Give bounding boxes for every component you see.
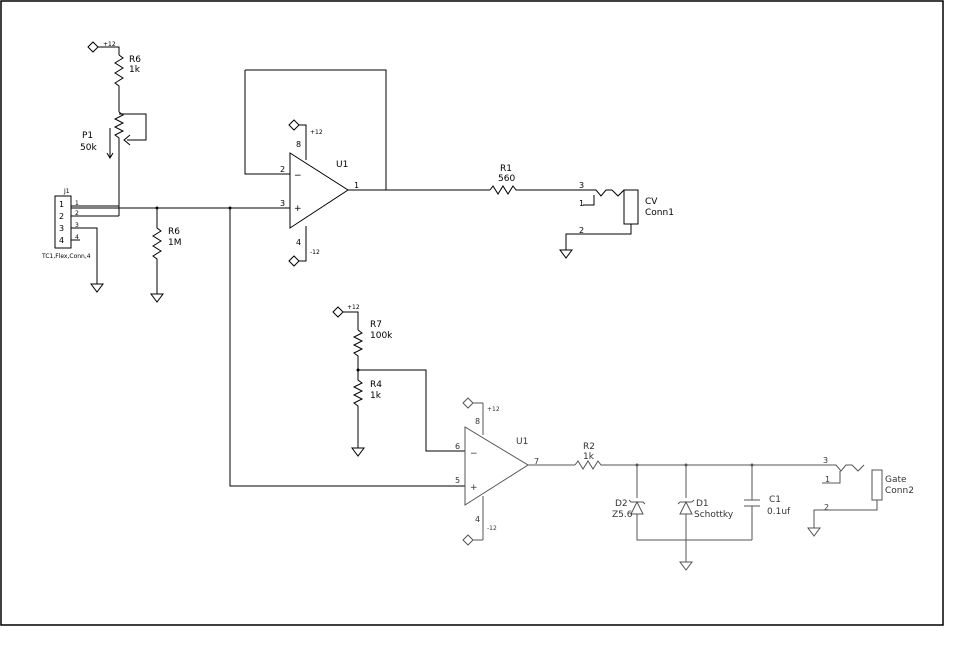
svg-text:2: 2 <box>59 212 64 221</box>
ribbon-ref: J1 <box>63 188 70 195</box>
r1-ref: R1 <box>500 164 512 174</box>
r6-value: 1k <box>129 65 141 75</box>
svg-text:1: 1 <box>354 181 359 190</box>
d1-schottky: D1 Schottky <box>677 465 734 571</box>
r7-ref: R7 <box>370 320 382 330</box>
cv-value: Conn1 <box>645 208 674 218</box>
r5-ref: R6 <box>168 227 180 237</box>
svg-text:7: 7 <box>534 457 539 466</box>
svg-text:3: 3 <box>59 224 64 233</box>
ground-symbol <box>90 283 104 293</box>
svg-text:1: 1 <box>75 200 79 207</box>
p1-potentiometer: P1 50k <box>80 111 147 216</box>
c1-ref: C1 <box>769 495 781 505</box>
svg-text:3: 3 <box>280 199 285 208</box>
r6-resistor: +12 R6 1k <box>87 41 141 112</box>
svg-text:2: 2 <box>280 165 285 174</box>
r4-value: 1k <box>370 391 382 401</box>
c1-capacitor: C1 0.1uf <box>744 465 791 540</box>
r7-resistor: +12 R7 100k <box>332 304 393 370</box>
ribbon-value: TC1,Flex,Conn,4 <box>41 253 91 260</box>
r2-ref: R2 <box>583 442 595 452</box>
svg-text:+12: +12 <box>310 129 323 136</box>
svg-text:−: − <box>470 449 478 459</box>
p1-ref: P1 <box>82 131 93 141</box>
svg-text:4: 4 <box>296 238 301 247</box>
svg-text:1: 1 <box>59 200 64 209</box>
svg-text:2: 2 <box>579 226 584 235</box>
d1-value: Schottky <box>694 510 734 520</box>
gate-ref: Gate <box>885 475 907 485</box>
r5-resistor: R6 1M <box>150 208 182 303</box>
svg-text:4: 4 <box>59 236 64 245</box>
r6-supply-label: +12 <box>103 41 116 48</box>
svg-text:−: − <box>294 171 302 181</box>
cv-ref: CV <box>645 197 658 207</box>
r5-value: 1M <box>168 238 182 248</box>
r2-value: 1k <box>583 452 595 462</box>
svg-text:6: 6 <box>455 442 460 451</box>
svg-text:2: 2 <box>75 210 79 217</box>
opamp-u1: − + 2 3 1 8 4 +12 -12 U1 <box>244 69 490 267</box>
cv-jack: 3 1 2 CV Conn1 <box>559 181 674 259</box>
svg-text:8: 8 <box>475 417 480 426</box>
svg-text:2: 2 <box>824 503 829 512</box>
r7-value: 100k <box>370 331 393 341</box>
p1-value: 50k <box>80 143 97 153</box>
svg-text:+: + <box>294 204 302 214</box>
svg-text:4: 4 <box>75 234 79 241</box>
r1-value: 560 <box>498 174 515 184</box>
d2-zener: D2 Z5.6 <box>612 465 752 541</box>
d1-ref: D1 <box>696 499 709 509</box>
u2-ref: U1 <box>516 437 528 447</box>
ribbon-connector: 1 2 3 4 J1 TC1,Flex,Conn,4 1 2 3 4 <box>41 188 119 293</box>
r4-ref: R4 <box>370 380 382 390</box>
svg-text:8: 8 <box>296 140 301 149</box>
svg-text:-12: -12 <box>487 525 497 532</box>
svg-text:3: 3 <box>75 222 79 229</box>
sheet-border <box>0 0 944 626</box>
d2-ref: D2 <box>615 499 628 509</box>
gate-jack: 3 1 2 Gate Conn2 <box>807 456 914 537</box>
svg-text:+12: +12 <box>347 304 360 311</box>
r6-ref: R6 <box>129 55 141 65</box>
gate-value: Conn2 <box>885 486 914 496</box>
svg-text:1: 1 <box>579 199 584 208</box>
svg-text:-12: -12 <box>310 249 320 256</box>
svg-text:3: 3 <box>823 456 828 465</box>
opamp-u2: − + 6 5 7 8 4 +12 -12 U1 <box>455 397 575 546</box>
r1-resistor: R1 560 <box>489 164 583 195</box>
svg-text:4: 4 <box>475 515 480 524</box>
r6-supply-diamond <box>87 41 99 53</box>
r4-resistor: R4 1k <box>351 368 465 457</box>
svg-text:+: + <box>470 483 478 493</box>
svg-text:1: 1 <box>825 475 830 484</box>
c1-value: 0.1uf <box>767 507 791 517</box>
r2-resistor: R2 1k <box>574 442 823 470</box>
svg-text:+12: +12 <box>487 406 500 413</box>
u1-ref: U1 <box>336 160 348 170</box>
signal-to-comparator <box>229 208 465 487</box>
svg-text:5: 5 <box>455 476 460 485</box>
d2-value: Z5.6 <box>612 510 633 520</box>
svg-text:3: 3 <box>579 181 584 190</box>
